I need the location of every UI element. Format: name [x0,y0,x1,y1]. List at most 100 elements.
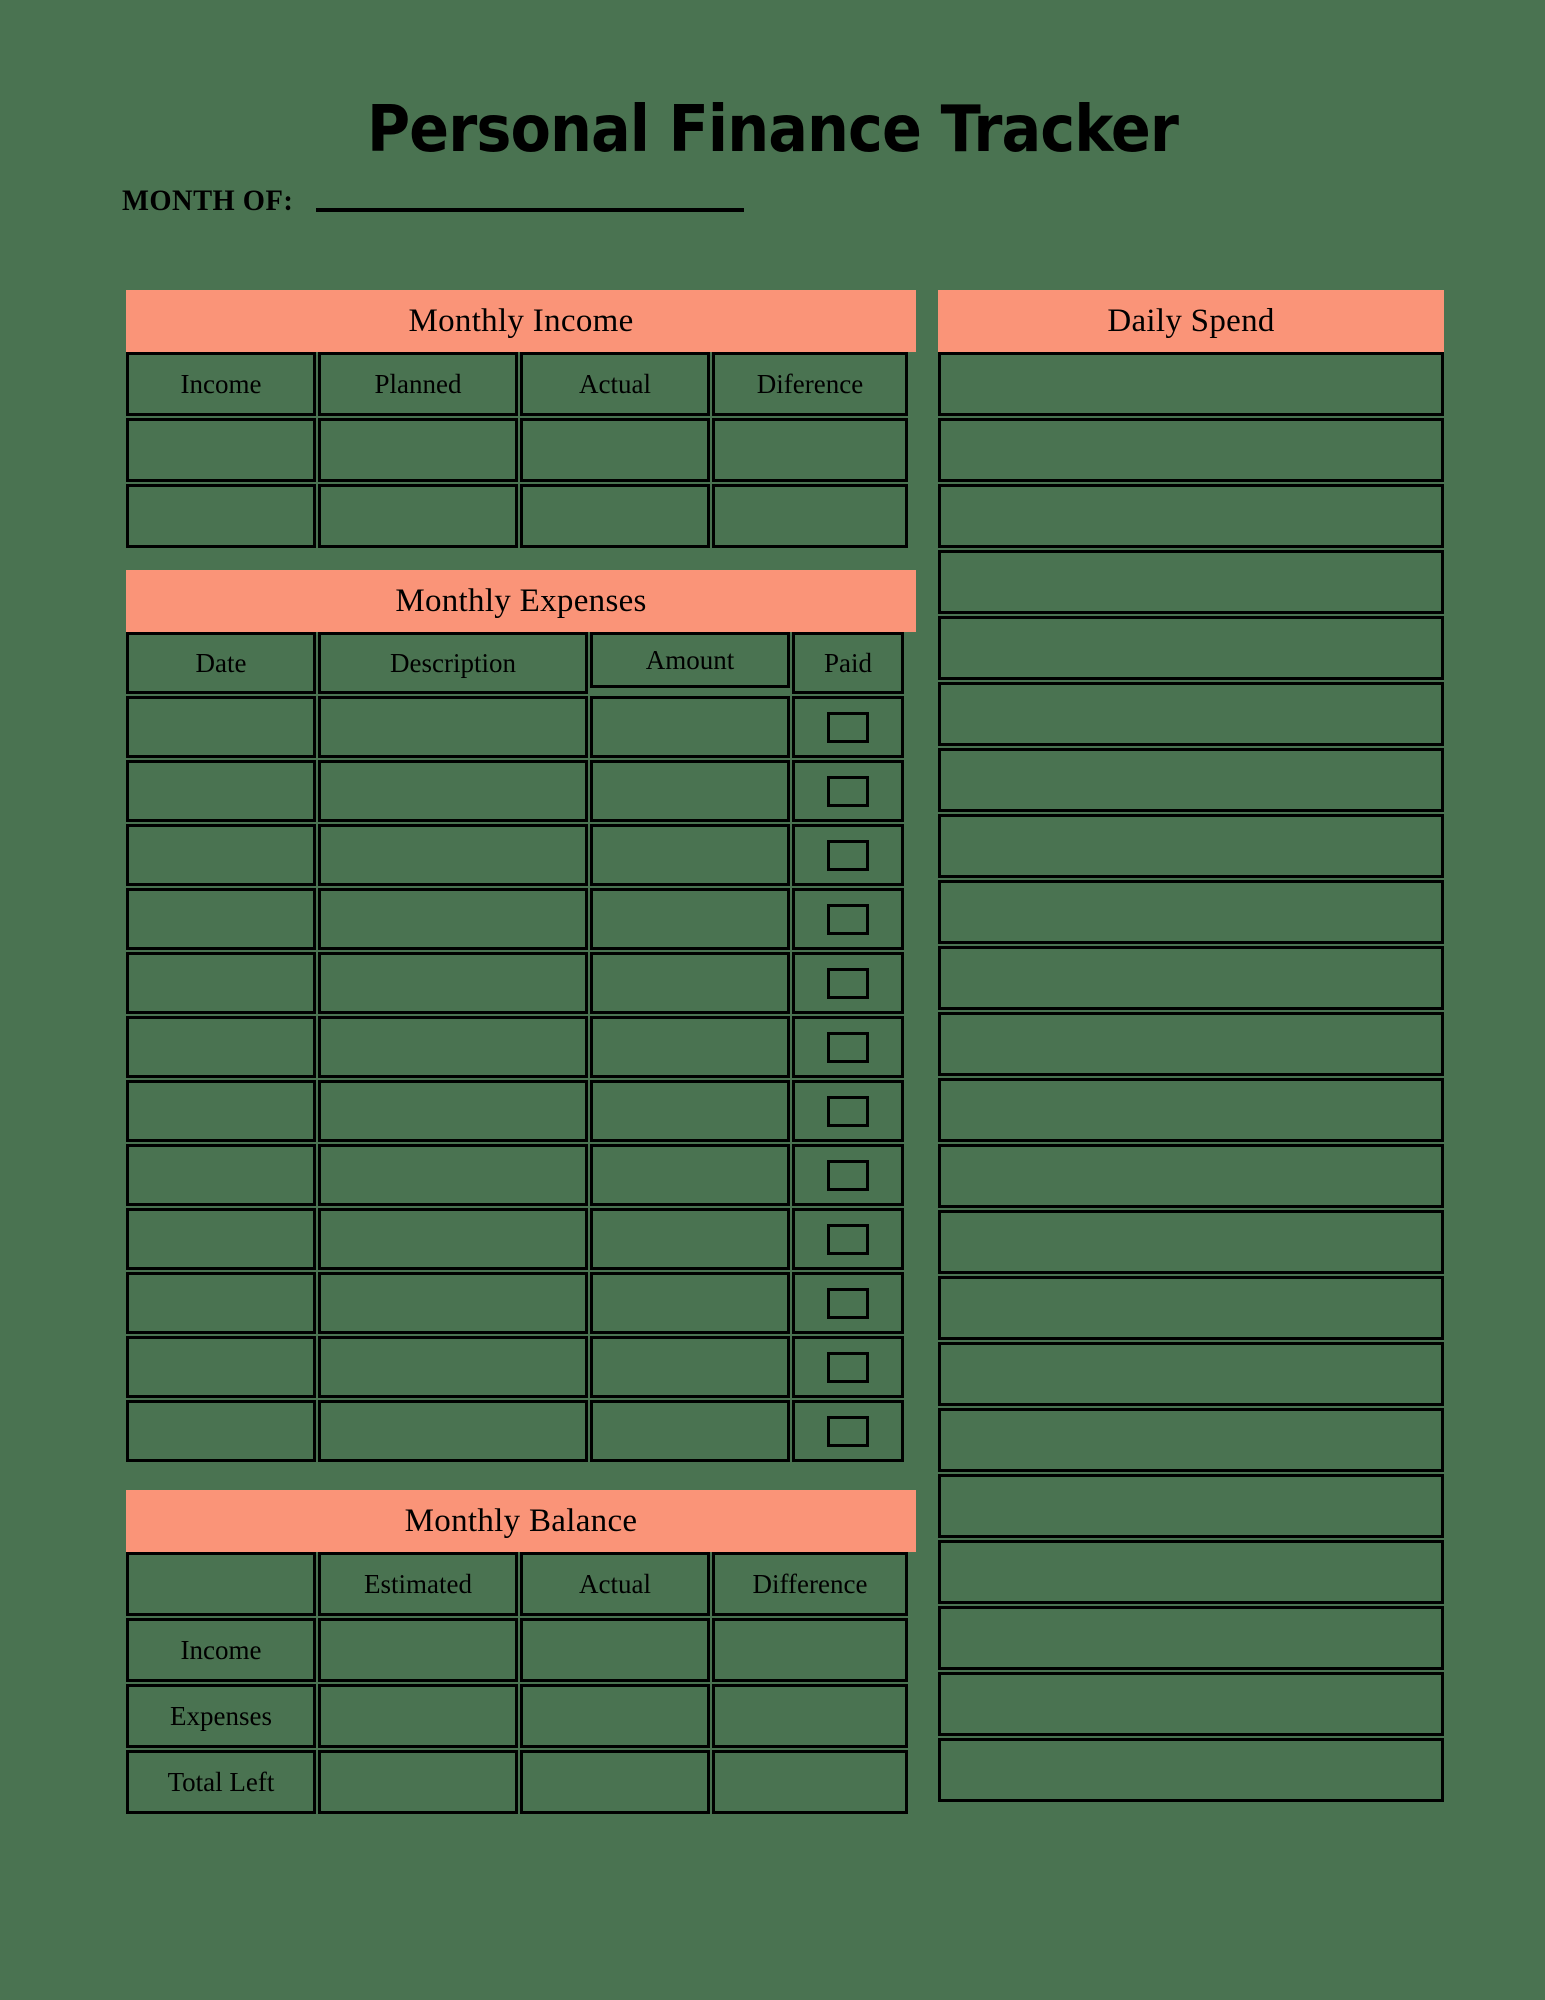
paid-checkbox[interactable] [827,1351,869,1383]
daily-spend-cell[interactable] [938,748,1444,812]
balance-actual-cell[interactable] [520,1750,710,1814]
expense-paid-cell[interactable] [792,1016,904,1078]
expense-description-cell[interactable] [318,1016,588,1078]
expense-amount-cell[interactable] [590,888,790,950]
expense-date-cell[interactable] [126,888,316,950]
expense-description-cell[interactable] [318,888,588,950]
expense-date-cell[interactable] [126,824,316,886]
expense-date-cell[interactable] [126,1144,316,1206]
daily-spend-cell[interactable] [938,1606,1444,1670]
expense-description-cell[interactable] [318,1336,588,1398]
income-input-cell[interactable] [318,418,518,482]
daily-spend-cell[interactable] [938,1012,1444,1076]
expense-paid-cell[interactable] [792,760,904,822]
expense-description-cell[interactable] [318,1400,588,1462]
expense-paid-cell[interactable] [792,1336,904,1398]
balance-difference-cell[interactable] [712,1618,908,1682]
daily-spend-cell[interactable] [938,1408,1444,1472]
income-input-cell[interactable] [126,418,316,482]
daily-spend-cell[interactable] [938,682,1444,746]
balance-actual-cell[interactable] [520,1618,710,1682]
paid-checkbox[interactable] [827,839,869,871]
expense-description-cell[interactable] [318,1144,588,1206]
expense-amount-cell[interactable] [590,1016,790,1078]
expense-paid-cell[interactable] [792,1208,904,1270]
daily-spend-cell[interactable] [938,1078,1444,1142]
income-input-cell[interactable] [520,418,710,482]
expense-amount-cell[interactable] [590,760,790,822]
paid-checkbox[interactable] [827,1031,869,1063]
daily-spend-cell[interactable] [938,1474,1444,1538]
expense-paid-cell[interactable] [792,1400,904,1462]
daily-spend-cell[interactable] [938,484,1444,548]
daily-spend-cell[interactable] [938,1144,1444,1208]
daily-spend-cell[interactable] [938,418,1444,482]
expense-date-cell[interactable] [126,1208,316,1270]
paid-checkbox[interactable] [827,1223,869,1255]
daily-spend-cell[interactable] [938,946,1444,1010]
expense-description-cell[interactable] [318,760,588,822]
income-input-cell[interactable] [712,418,908,482]
daily-spend-cell[interactable] [938,1672,1444,1736]
expense-date-cell[interactable] [126,1400,316,1462]
expense-description-cell[interactable] [318,1080,588,1142]
expense-paid-cell[interactable] [792,888,904,950]
expense-description-cell[interactable] [318,824,588,886]
paid-checkbox[interactable] [827,1415,869,1447]
paid-checkbox[interactable] [827,1095,869,1127]
daily-spend-cell[interactable] [938,1342,1444,1406]
expense-amount-cell[interactable] [590,1400,790,1462]
expense-amount-cell[interactable] [590,1144,790,1206]
daily-spend-cell[interactable] [938,880,1444,944]
expense-amount-cell[interactable] [590,696,790,758]
expense-description-cell[interactable] [318,696,588,758]
daily-spend-cell[interactable] [938,550,1444,614]
expense-paid-cell[interactable] [792,952,904,1014]
expense-paid-cell[interactable] [792,1272,904,1334]
expense-amount-cell[interactable] [590,1208,790,1270]
expense-description-cell[interactable] [318,1272,588,1334]
expense-amount-cell[interactable] [590,952,790,1014]
expense-paid-cell[interactable] [792,824,904,886]
daily-spend-cell[interactable] [938,1276,1444,1340]
expense-date-cell[interactable] [126,760,316,822]
daily-spend-cell[interactable] [938,1738,1444,1802]
expense-date-cell[interactable] [126,696,316,758]
paid-checkbox[interactable] [827,903,869,935]
paid-checkbox[interactable] [827,711,869,743]
expense-date-cell[interactable] [126,1272,316,1334]
income-input-cell[interactable] [712,484,908,548]
income-input-cell[interactable] [520,484,710,548]
paid-checkbox[interactable] [827,775,869,807]
expense-amount-cell[interactable] [590,1080,790,1142]
balance-estimated-cell[interactable] [318,1684,518,1748]
daily-spend-cell[interactable] [938,352,1444,416]
balance-estimated-cell[interactable] [318,1750,518,1814]
expense-date-cell[interactable] [126,1336,316,1398]
expense-description-cell[interactable] [318,1208,588,1270]
paid-checkbox[interactable] [827,1159,869,1191]
month-of-input[interactable] [316,208,745,212]
expense-date-cell[interactable] [126,952,316,1014]
expense-amount-cell[interactable] [590,824,790,886]
daily-spend-cell[interactable] [938,616,1444,680]
expense-amount-cell[interactable] [590,1272,790,1334]
expense-date-cell[interactable] [126,1080,316,1142]
income-input-cell[interactable] [318,484,518,548]
income-input-cell[interactable] [126,484,316,548]
expense-amount-cell[interactable] [590,1336,790,1398]
balance-estimated-cell[interactable] [318,1618,518,1682]
expense-paid-cell[interactable] [792,1144,904,1206]
daily-spend-cell[interactable] [938,814,1444,878]
paid-checkbox[interactable] [827,1287,869,1319]
balance-actual-cell[interactable] [520,1684,710,1748]
balance-difference-cell[interactable] [712,1750,908,1814]
expense-description-cell[interactable] [318,952,588,1014]
expense-date-cell[interactable] [126,1016,316,1078]
balance-difference-cell[interactable] [712,1684,908,1748]
daily-spend-cell[interactable] [938,1210,1444,1274]
daily-spend-cell[interactable] [938,1540,1444,1604]
paid-checkbox[interactable] [827,967,869,999]
expense-paid-cell[interactable] [792,1080,904,1142]
expense-paid-cell[interactable] [792,696,904,758]
